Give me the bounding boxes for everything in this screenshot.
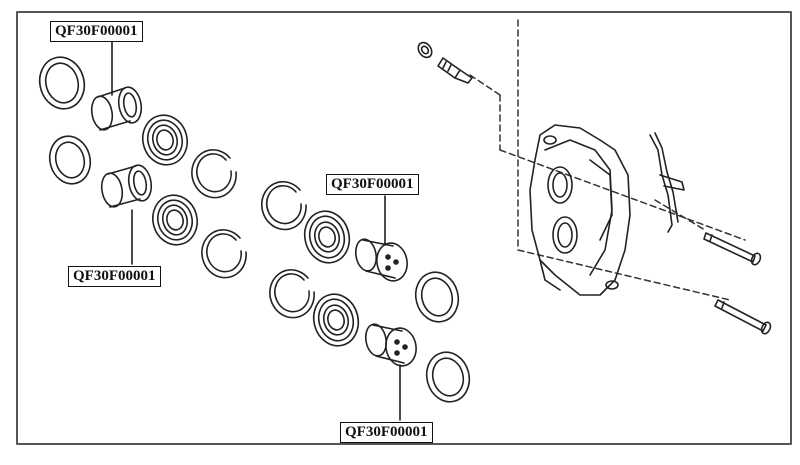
part-number-callout: QF30F00001: [326, 174, 419, 195]
piston: [90, 86, 143, 131]
part-number-callout: QF30F00001: [50, 21, 143, 42]
part-number-label: QF30F00001: [73, 268, 156, 284]
seal-ring: [38, 56, 86, 110]
part-number-label: QF30F00001: [55, 23, 138, 39]
bleeder-screw: [437, 57, 473, 84]
bleeder-cap: [417, 41, 433, 59]
part-number-callout: QF30F00001: [68, 266, 161, 287]
assembly-guide-lines: [469, 19, 746, 301]
part-number-callout: QF30F00001: [340, 422, 433, 443]
part-number-label: QF30F00001: [345, 424, 428, 440]
dust-boot: [312, 293, 360, 347]
piston: [354, 238, 408, 282]
piston: [100, 164, 153, 208]
diagram-frame: [16, 11, 792, 445]
pad-spring-clip: [649, 132, 685, 233]
seal-ring: [414, 271, 460, 323]
snap-ring: [269, 269, 315, 319]
seal-ring: [425, 351, 471, 403]
dust-boot: [303, 210, 351, 264]
snap-ring: [191, 149, 237, 199]
part-number-label: QF30F00001: [331, 176, 414, 192]
piston: [364, 323, 417, 367]
dust-boot: [151, 194, 199, 246]
seal-ring: [48, 135, 92, 185]
snap-ring: [260, 180, 307, 231]
snap-ring: [201, 229, 247, 279]
dust-boot: [141, 114, 189, 166]
caliper-housing: [529, 124, 631, 296]
mounting-bolt: [703, 232, 762, 266]
callout-leader-lines: [111, 39, 401, 421]
mounting-bolt: [714, 299, 772, 335]
